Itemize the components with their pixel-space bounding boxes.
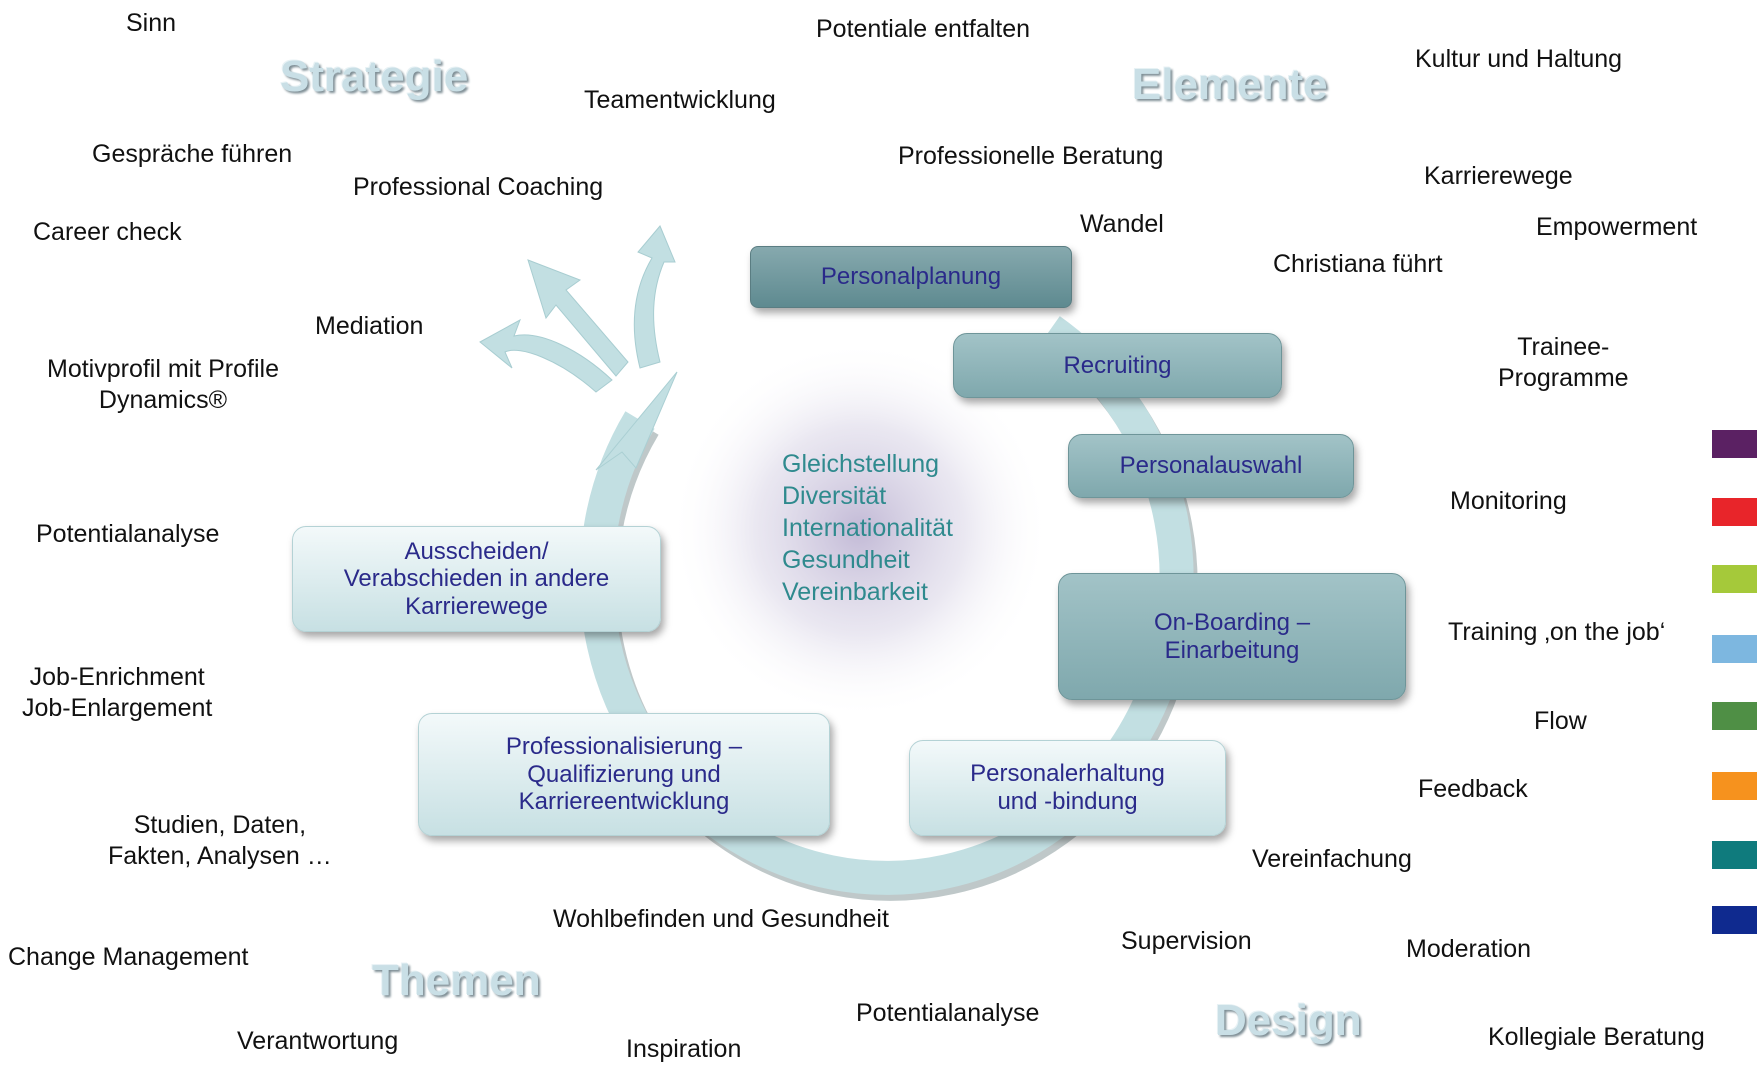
box-ausscheiden: Ausscheiden/ Verabschieden in andere Kar… bbox=[292, 526, 661, 632]
keyword-professional-coaching: Professional Coaching bbox=[353, 173, 604, 201]
keyword-motivprofil-line: Dynamics® bbox=[98, 386, 228, 415]
center-term: Vereinbarkeit bbox=[782, 578, 928, 606]
legend-swatch-lightblue bbox=[1712, 635, 1757, 663]
keyword-trainee: Trainee- Programme bbox=[1498, 332, 1629, 395]
keyword-empowerment: Empowerment bbox=[1536, 213, 1698, 241]
keyword-kultur: Kultur und Haltung bbox=[1415, 45, 1623, 73]
keyword-motivprofil: Motivprofil mit Profile Dynamics® bbox=[47, 354, 279, 417]
legend-swatch-purple bbox=[1712, 430, 1757, 458]
keyword-potentialanalyse-bottom: Potentialanalyse bbox=[856, 999, 1040, 1027]
keyword-motivprofil-line: Motivprofil mit Profile bbox=[47, 355, 279, 383]
keyword-career-check: Career check bbox=[33, 218, 182, 246]
box-onboarding: On-Boarding – Einarbeitung bbox=[1058, 573, 1406, 700]
section-themen: Themen bbox=[372, 956, 541, 1005]
legend-swatch-lime bbox=[1712, 565, 1757, 593]
keyword-verantwortung: Verantwortung bbox=[237, 1027, 399, 1055]
keyword-studien: Studien, Daten, Fakten, Analysen … bbox=[108, 810, 332, 873]
keyword-professionelle-beratung: Professionelle Beratung bbox=[898, 142, 1164, 170]
center-term: Gleichstellung bbox=[782, 450, 940, 478]
legend-swatch-green bbox=[1712, 702, 1757, 730]
keyword-wohlbefinden: Wohlbefinden und Gesundheit bbox=[553, 905, 889, 933]
section-strategie: Strategie bbox=[280, 52, 469, 101]
keyword-supervision: Supervision bbox=[1121, 927, 1252, 955]
keyword-flow: Flow bbox=[1534, 707, 1587, 735]
legend-swatch-red bbox=[1712, 498, 1757, 526]
keyword-moderation: Moderation bbox=[1406, 935, 1532, 963]
legend-swatch-teal bbox=[1712, 841, 1757, 869]
box-personalauswahl: Personalauswahl bbox=[1068, 434, 1354, 498]
box-professionalisierung: Professionalisierung – Qualifizierung un… bbox=[418, 713, 830, 836]
section-design: Design bbox=[1215, 996, 1362, 1045]
keyword-job-enrichment: Job-Enrichment bbox=[29, 663, 205, 691]
center-glow bbox=[670, 340, 1050, 720]
keyword-sinn: Sinn bbox=[126, 9, 177, 37]
keyword-potentialanalyse-left: Potentialanalyse bbox=[36, 520, 220, 548]
keyword-karrierewege: Karrierewege bbox=[1424, 162, 1573, 190]
keyword-wandel: Wandel bbox=[1080, 210, 1164, 238]
keyword-trainee-line: Trainee- bbox=[1517, 333, 1610, 361]
box-personalerhaltung: Personalerhaltung und -bindung bbox=[909, 740, 1226, 836]
keyword-christiana: Christiana führt bbox=[1273, 250, 1443, 278]
center-terms: Gleichstellung Diversität Internationali… bbox=[782, 448, 953, 608]
section-elemente: Elemente bbox=[1132, 60, 1328, 109]
keyword-feedback: Feedback bbox=[1418, 775, 1528, 803]
keyword-mediation: Mediation bbox=[315, 312, 424, 340]
keyword-potentiale-entfalten: Potentiale entfalten bbox=[816, 15, 1031, 43]
keyword-job-enlargement: Job-Enlargement bbox=[22, 694, 213, 723]
keyword-monitoring: Monitoring bbox=[1450, 487, 1567, 515]
keyword-vereinfachung: Vereinfachung bbox=[1252, 845, 1412, 873]
keyword-trainee-line: Programme bbox=[1498, 364, 1629, 393]
keyword-inspiration: Inspiration bbox=[626, 1035, 742, 1063]
center-term: Diversität bbox=[782, 482, 887, 510]
center-term: Internationalität bbox=[782, 514, 953, 542]
cycle-arrow-head bbox=[595, 371, 678, 471]
keyword-kollegiale-beratung: Kollegiale Beratung bbox=[1488, 1023, 1705, 1051]
keyword-training: Training ‚on the job‘ bbox=[1448, 618, 1666, 646]
box-recruiting: Recruiting bbox=[953, 333, 1282, 398]
keyword-studien-line: Studien, Daten, bbox=[133, 811, 307, 839]
legend-swatch-orange bbox=[1712, 772, 1757, 800]
keyword-job: Job-Enrichment Job-Enlargement bbox=[22, 662, 212, 725]
box-personalplanung: Personalplanung bbox=[750, 246, 1072, 308]
branch-arrows bbox=[479, 225, 676, 393]
center-term: Gesundheit bbox=[782, 546, 910, 574]
legend-swatch-navy bbox=[1712, 906, 1757, 934]
cycle-ring bbox=[579, 316, 1194, 895]
keyword-gespraeche: Gespräche führen bbox=[92, 140, 293, 168]
keyword-teamentwicklung: Teamentwicklung bbox=[584, 86, 776, 114]
keyword-studien-line: Fakten, Analysen … bbox=[108, 842, 332, 871]
keyword-change-management: Change Management bbox=[8, 943, 249, 971]
